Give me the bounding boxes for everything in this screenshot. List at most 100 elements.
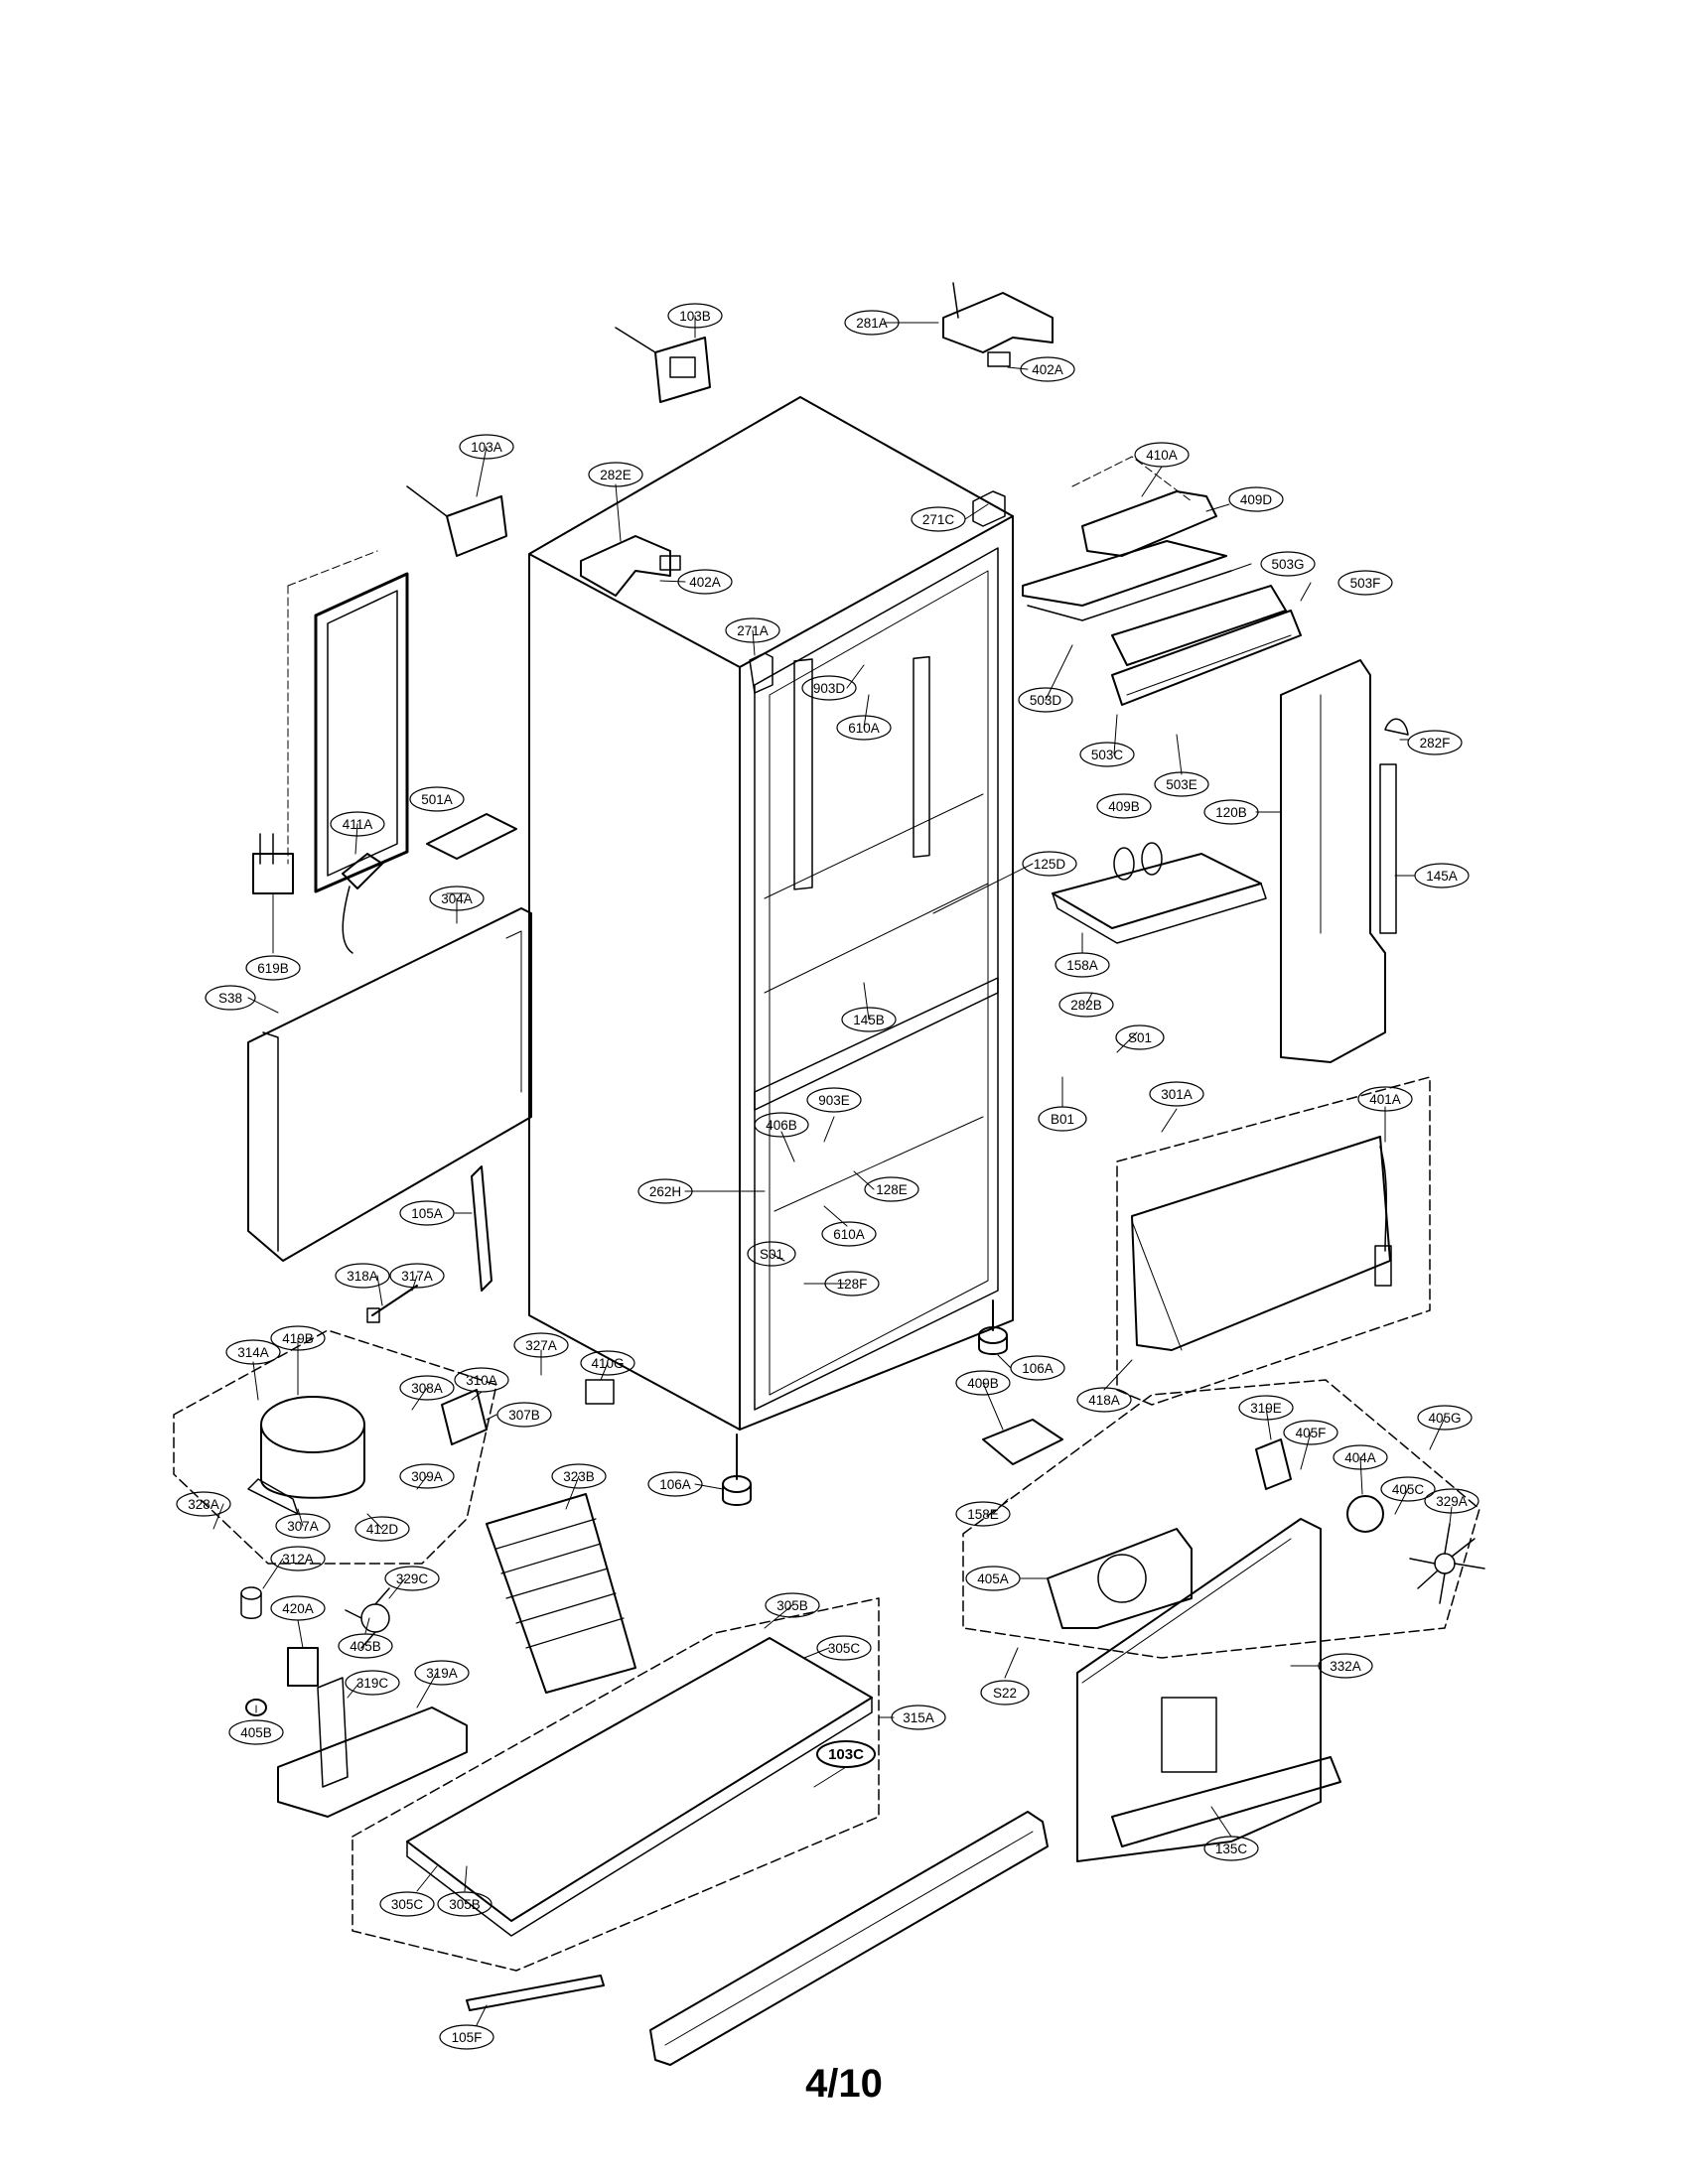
callout-329A: 329A xyxy=(1424,1488,1479,1514)
callout-text: 319C xyxy=(356,1676,389,1691)
callout-318A: 318A xyxy=(335,1263,390,1289)
callout-419B: 419B xyxy=(270,1325,326,1351)
callout-text: 135C xyxy=(1215,1842,1248,1856)
leveler-106A-right xyxy=(978,1299,1008,1355)
callout-405C-right: 405C xyxy=(1380,1476,1436,1502)
callout-text: 271A xyxy=(737,623,769,638)
callout-text: 328A xyxy=(188,1497,219,1512)
callout-128E: 128E xyxy=(864,1176,919,1202)
callout-text: 158A xyxy=(1066,958,1098,973)
callout-text: 329A xyxy=(1436,1494,1468,1509)
callout-281A: 281A xyxy=(844,310,900,336)
callout-328A: 328A xyxy=(176,1491,231,1517)
callout-text: 405A xyxy=(977,1571,1009,1586)
callout-text: 406B xyxy=(766,1118,797,1133)
callout-503D: 503D xyxy=(1018,687,1073,713)
page-number: 4/10 xyxy=(805,2062,883,2106)
callout-S01-left: S01 xyxy=(747,1241,796,1267)
power-cord-411A xyxy=(342,853,383,954)
callout-text: 503D xyxy=(1030,693,1062,708)
dampers-misc xyxy=(585,1379,1063,1465)
callout-text: 401A xyxy=(1369,1092,1401,1107)
callout-307A: 307A xyxy=(275,1513,331,1539)
thermistor-317A xyxy=(366,1285,418,1323)
fan-assembly-outline xyxy=(962,1379,1480,1659)
callout-158E: 158E xyxy=(955,1501,1011,1527)
callout-text: 503C xyxy=(1091,748,1124,762)
callout-text: 310A xyxy=(466,1373,497,1388)
callout-text: 402A xyxy=(1032,362,1063,377)
callout-text: 903E xyxy=(818,1093,850,1108)
callout-text: 409D xyxy=(1240,492,1273,507)
callout-S22: S22 xyxy=(980,1680,1030,1706)
control-board-503E xyxy=(1111,585,1302,706)
callout-105A: 105A xyxy=(399,1200,455,1226)
callout-305C-bottom: 305C xyxy=(379,1891,435,1917)
callout-text: 405C xyxy=(1392,1482,1425,1497)
evaporator-301A xyxy=(1131,1136,1391,1351)
callout-329C: 329C xyxy=(384,1566,440,1591)
callout-406B: 406B xyxy=(754,1112,809,1138)
callout-text: 409B xyxy=(1108,799,1140,814)
callout-305C-top: 305C xyxy=(816,1635,872,1661)
callout-text: 307A xyxy=(287,1519,319,1534)
callout-text: 329C xyxy=(396,1571,429,1586)
callout-317A: 317A xyxy=(389,1263,445,1289)
callout-text: 402A xyxy=(689,575,721,590)
callout-text: 305C xyxy=(828,1641,861,1656)
callout-282E: 282E xyxy=(588,462,643,487)
callout-401A: 401A xyxy=(1357,1086,1413,1112)
callout-128F: 128F xyxy=(824,1271,880,1297)
callout-text: 106A xyxy=(659,1477,691,1492)
callout-503F: 503F xyxy=(1337,570,1393,596)
machine-cover-304A xyxy=(247,907,532,1262)
callout-text: 503G xyxy=(1271,557,1304,572)
callout-405F: 405F xyxy=(1283,1420,1338,1445)
cover-135C xyxy=(1111,1756,1341,1847)
callout-409D: 409D xyxy=(1228,486,1284,512)
callout-103C: 103C xyxy=(816,1740,876,1768)
base-plate-315A xyxy=(352,1597,880,1972)
callout-S38: S38 xyxy=(205,985,256,1011)
callout-145B: 145B xyxy=(841,1007,897,1032)
callout-text: 319E xyxy=(1250,1401,1282,1416)
fan-bracket-319A xyxy=(277,1677,468,1818)
callout-314A: 314A xyxy=(225,1339,281,1365)
callout-text: 103A xyxy=(471,440,502,455)
callout-text: 305C xyxy=(391,1897,424,1912)
callout-text: 503E xyxy=(1166,777,1197,792)
callout-315A: 315A xyxy=(891,1705,946,1730)
callout-310A: 310A xyxy=(454,1367,509,1393)
grommet-405B xyxy=(245,1699,267,1716)
callout-text: 405G xyxy=(1428,1411,1461,1426)
callout-410G: 410G xyxy=(580,1350,635,1376)
callout-text: 282F xyxy=(1420,736,1451,751)
callout-503C: 503C xyxy=(1079,742,1135,767)
callout-410A: 410A xyxy=(1134,442,1190,468)
callout-text: 309A xyxy=(411,1469,443,1484)
callout-135C: 135C xyxy=(1203,1836,1259,1861)
hinge-bracket-281A xyxy=(942,282,1054,367)
callout-305B-top: 305B xyxy=(765,1592,820,1618)
callout-307B: 307B xyxy=(496,1402,552,1428)
heater-401A xyxy=(1374,1146,1392,1287)
callout-text: 410G xyxy=(591,1356,624,1371)
callout-text: 282B xyxy=(1070,998,1102,1013)
hinge-cover-103B xyxy=(615,327,711,403)
callout-text: 305B xyxy=(776,1598,808,1613)
callout-282B: 282B xyxy=(1058,992,1114,1018)
callout-282F: 282F xyxy=(1407,730,1463,755)
callout-text: 903D xyxy=(813,681,846,696)
callout-text: 145B xyxy=(853,1013,885,1027)
callout-145A: 145A xyxy=(1414,863,1470,888)
callout-B01: B01 xyxy=(1038,1106,1087,1132)
callout-text: 304A xyxy=(441,891,473,906)
callout-text: 332A xyxy=(1330,1659,1361,1674)
callout-text: 305B xyxy=(449,1897,481,1912)
callout-305B-bottom: 305B xyxy=(437,1891,492,1917)
callout-312A: 312A xyxy=(270,1546,326,1571)
leader-lines xyxy=(212,315,1453,2026)
callout-103A: 103A xyxy=(459,434,514,460)
callout-text: 404A xyxy=(1344,1450,1376,1465)
